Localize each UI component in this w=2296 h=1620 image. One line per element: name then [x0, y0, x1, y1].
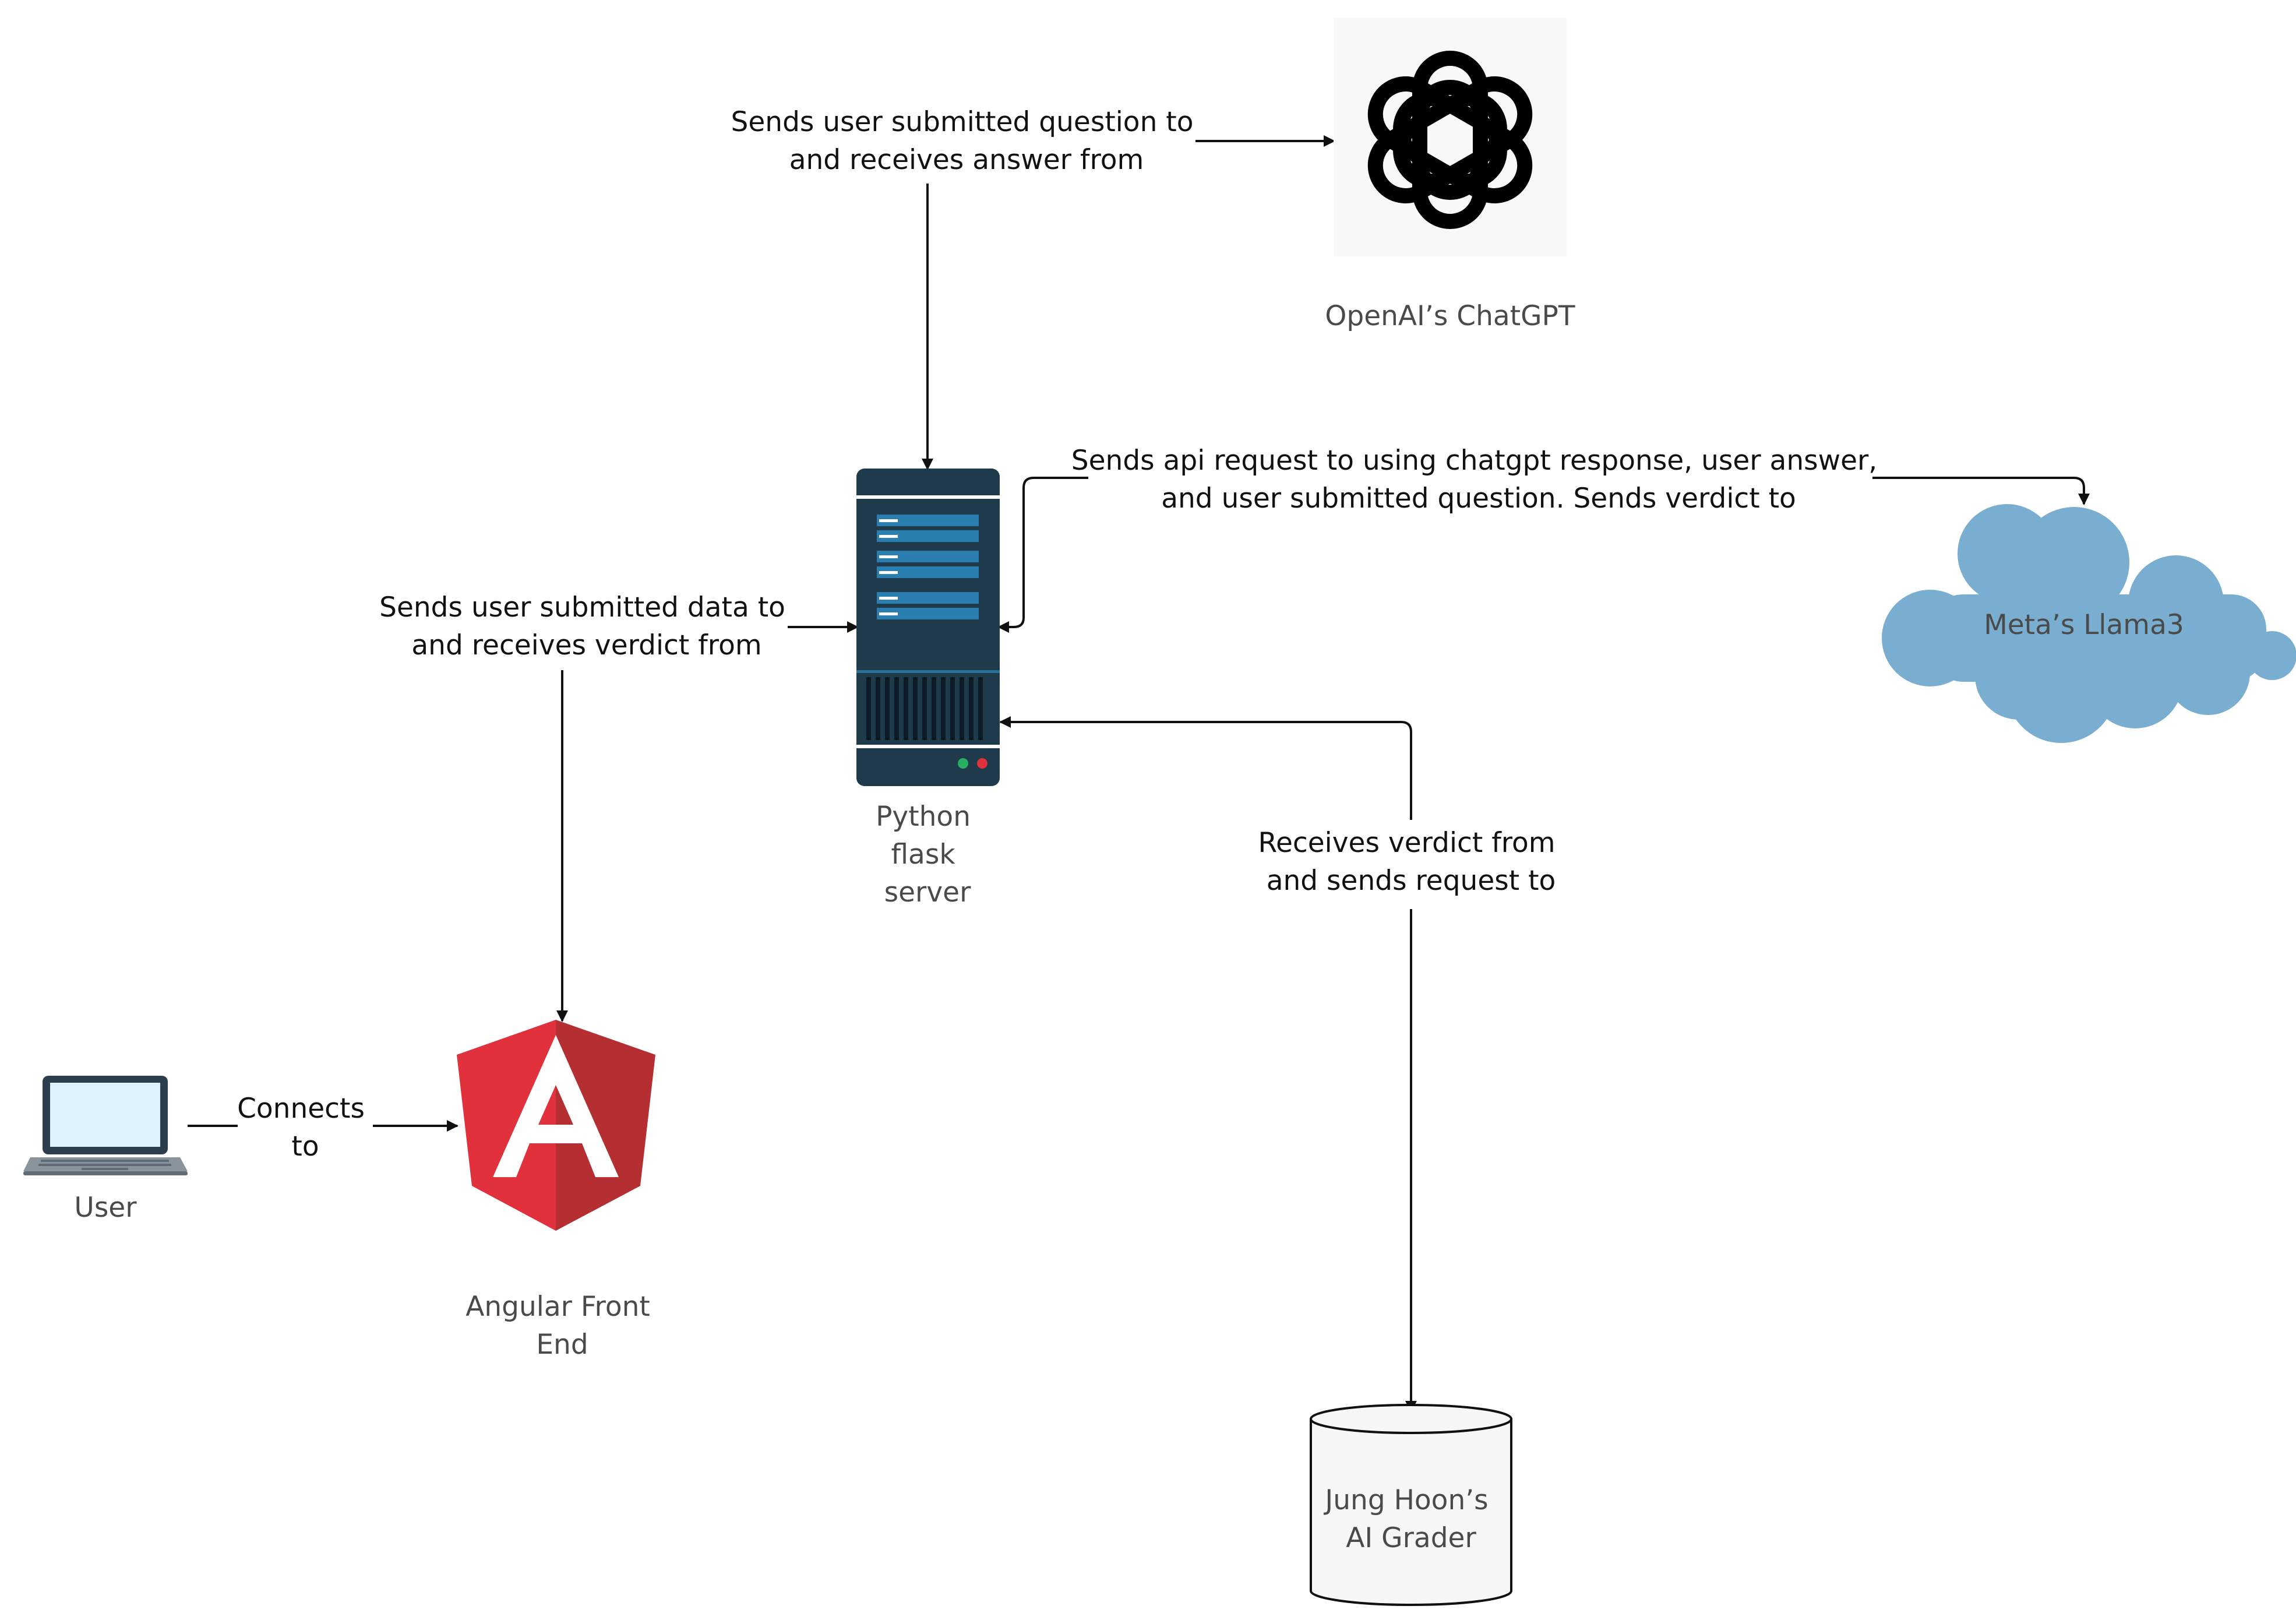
angular-logo-icon: [457, 1020, 655, 1231]
node-server[interactable]: Python flask server: [856, 469, 1000, 908]
node-user-label: User: [74, 1192, 137, 1224]
node-llama[interactable]: Meta’s Llama3: [1882, 504, 2296, 743]
node-angular[interactable]: Angular Front End: [457, 1020, 659, 1361]
server-icon: [856, 469, 1000, 786]
edge-to-llama: [1872, 477, 2090, 505]
node-grader-label: Jung Hoon’s AI Grader: [1323, 1484, 1497, 1554]
openai-logo-icon: [1334, 17, 1567, 256]
edge-label-chatgpt-question: Sends user submitted question to and rec…: [731, 106, 1202, 176]
laptop-icon: [23, 1076, 188, 1175]
node-user[interactable]: User: [23, 1076, 188, 1224]
edge-label-llama-request: Sends api request to using chatgpt respo…: [1071, 445, 1886, 515]
cloud-icon: [1882, 504, 2296, 743]
edge-label-connects: Connects to: [237, 1093, 373, 1163]
node-server-label: Python flask server: [876, 801, 979, 908]
edge-label-frontend-data: Sends user submitted data to and receive…: [379, 591, 794, 661]
edge-label-grader-verdict: Receives verdict from and sends request …: [1258, 827, 1564, 897]
node-chatgpt[interactable]: OpenAI’s ChatGPT: [1325, 17, 1575, 332]
node-chatgpt-label: OpenAI’s ChatGPT: [1325, 300, 1575, 332]
edges: [188, 135, 2090, 1413]
node-angular-label: Angular Front End: [465, 1291, 659, 1361]
edge-grader-to-server: [999, 716, 1412, 820]
node-llama-label: Meta’s Llama3: [1984, 609, 2184, 641]
database-icon: [1310, 1404, 1512, 1606]
node-grader[interactable]: Jung Hoon’s AI Grader: [1310, 1404, 1512, 1606]
edge-llama-to-server: [997, 477, 1088, 633]
